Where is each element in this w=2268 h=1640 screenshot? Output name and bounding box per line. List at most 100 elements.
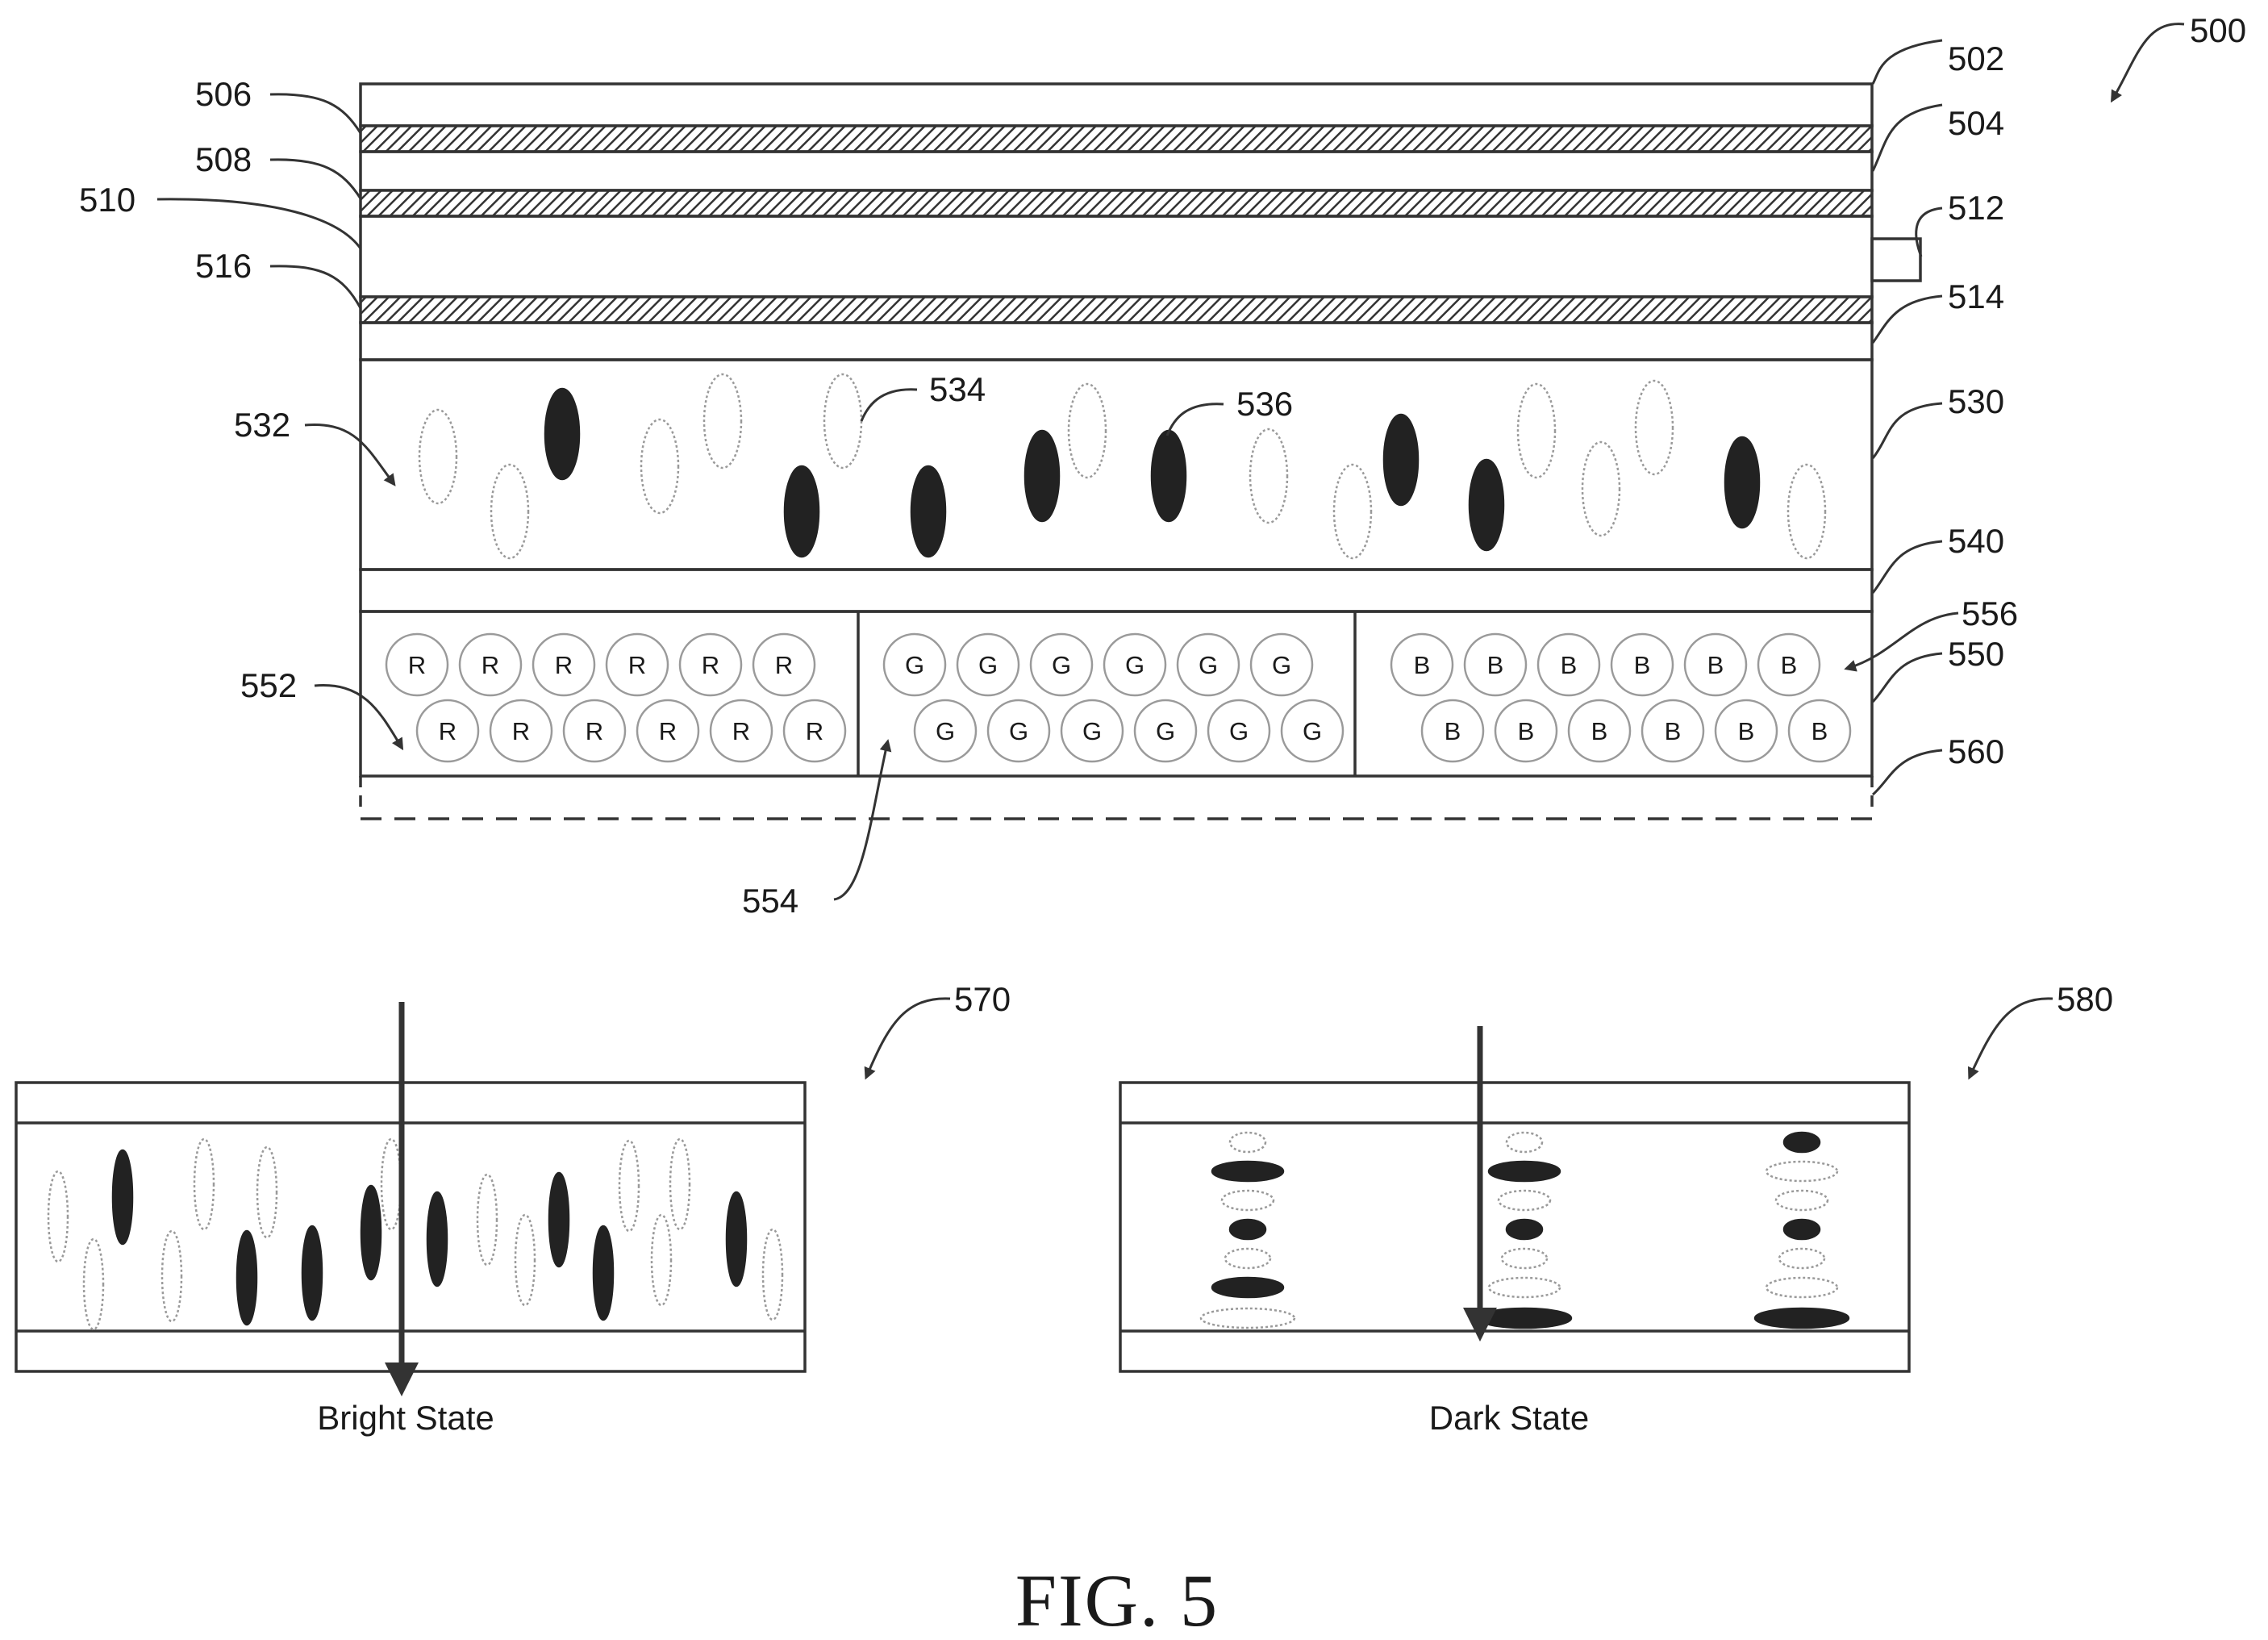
layer-530-liquid-crystal bbox=[361, 360, 1872, 570]
subpixel-letter: G bbox=[1199, 651, 1218, 679]
dark-molecule-light bbox=[1766, 1278, 1837, 1297]
lc-molecule-light bbox=[1636, 381, 1673, 474]
subpixel-letter: G bbox=[1272, 651, 1291, 679]
subpixel-letter: B bbox=[1445, 717, 1461, 745]
subpixel-letter: R bbox=[512, 717, 530, 745]
lc-molecule-light bbox=[704, 374, 741, 468]
subpixel-letter: B bbox=[1487, 651, 1504, 679]
bright-molecule-light bbox=[257, 1147, 277, 1237]
dark-molecule-light bbox=[1222, 1191, 1274, 1210]
stack-500 bbox=[361, 84, 1920, 819]
subpixel-letter: G bbox=[978, 651, 998, 679]
dark-molecule-dark bbox=[1212, 1278, 1283, 1297]
label-504: 504 bbox=[1948, 104, 2004, 142]
subpixel-letter: G bbox=[936, 717, 955, 745]
bright-molecule-dark bbox=[549, 1173, 569, 1267]
label-554: 554 bbox=[742, 882, 798, 920]
layer-506-hatched bbox=[361, 126, 1872, 152]
layer-508-hatched bbox=[361, 190, 1872, 216]
dark-molecule-dark bbox=[1784, 1133, 1820, 1152]
subpixel-letter: R bbox=[408, 651, 426, 679]
label-530: 530 bbox=[1948, 382, 2004, 420]
lc-molecule-dark bbox=[1384, 415, 1418, 505]
lc-molecule-light bbox=[1069, 384, 1106, 478]
subpixel-letter: R bbox=[439, 717, 457, 745]
bright-molecule-light bbox=[381, 1139, 401, 1229]
label-540: 540 bbox=[1948, 522, 2004, 560]
lc-molecule-dark bbox=[785, 466, 819, 557]
subpixel-letter: B bbox=[1414, 651, 1431, 679]
subpixel-letter: R bbox=[702, 651, 719, 679]
bright-molecule-dark bbox=[113, 1150, 132, 1244]
liquid-crystal-molecules bbox=[419, 374, 1825, 558]
bright-state-caption: Bright State bbox=[317, 1399, 494, 1437]
dark-molecule-light bbox=[1489, 1278, 1560, 1297]
layer-540 bbox=[361, 570, 1872, 611]
dark-molecule-light bbox=[1779, 1249, 1824, 1268]
bright-molecule-light bbox=[763, 1229, 782, 1320]
label-560: 560 bbox=[1948, 732, 2004, 770]
dark-molecule-light bbox=[1225, 1249, 1270, 1268]
bright-state-panel bbox=[16, 1083, 805, 1371]
dark-molecule-light bbox=[1230, 1133, 1265, 1152]
bright-molecule-dark bbox=[361, 1186, 381, 1279]
lc-molecule-dark bbox=[545, 389, 579, 479]
lc-molecule-light bbox=[1250, 429, 1287, 523]
subpixel-letter: R bbox=[586, 717, 603, 745]
label-580: 580 bbox=[2057, 980, 2113, 1018]
subpixel-letter: G bbox=[1125, 651, 1144, 679]
bright-molecule-light bbox=[670, 1139, 690, 1229]
layer-510 bbox=[361, 216, 1872, 297]
dark-molecule-light bbox=[1201, 1308, 1295, 1328]
lc-molecule-light bbox=[1788, 465, 1825, 558]
bright-molecule-dark bbox=[302, 1226, 322, 1320]
label-510: 510 bbox=[79, 181, 135, 219]
subpixel-letter: B bbox=[1811, 717, 1828, 745]
dark-state-caption: Dark State bbox=[1429, 1399, 1589, 1437]
layer-504 bbox=[361, 152, 1872, 190]
label-556: 556 bbox=[1962, 595, 2018, 632]
lc-molecule-dark bbox=[1152, 431, 1186, 521]
subpixel-letter: B bbox=[1634, 651, 1651, 679]
subpixel-letter: B bbox=[1707, 651, 1724, 679]
layer-550-color-filter bbox=[361, 611, 1872, 776]
dark-molecule-dark bbox=[1478, 1308, 1571, 1328]
lc-molecule-dark bbox=[1470, 460, 1503, 550]
subpixel-letter: G bbox=[1303, 717, 1322, 745]
bright-molecule-light bbox=[84, 1239, 103, 1329]
dark-molecule-light bbox=[1499, 1191, 1550, 1210]
dark-molecule-dark bbox=[1212, 1162, 1283, 1181]
subpixel-circles: RRRRRRRRRRRRGGGGGGGGGGGGBBBBBBBBBBBB bbox=[386, 634, 1850, 762]
label-516: 516 bbox=[195, 247, 252, 285]
lc-molecule-light bbox=[1334, 465, 1371, 558]
dark-molecule-light bbox=[1766, 1162, 1837, 1181]
label-536: 536 bbox=[1236, 385, 1293, 423]
label-570: 570 bbox=[954, 980, 1011, 1018]
layer-502 bbox=[361, 84, 1872, 126]
subpixel-letter: R bbox=[659, 717, 677, 745]
bright-molecule-light bbox=[48, 1171, 68, 1262]
layer-516-hatched bbox=[361, 297, 1872, 323]
label-506: 506 bbox=[195, 75, 252, 113]
bright-molecule-light bbox=[619, 1141, 639, 1231]
dark-state-molecules bbox=[1201, 1133, 1849, 1328]
label-502: 502 bbox=[1948, 40, 2004, 77]
element-512 bbox=[1872, 239, 1920, 281]
subpixel-letter: R bbox=[482, 651, 499, 679]
bright-molecule-light bbox=[162, 1231, 181, 1321]
subpixel-letter: B bbox=[1518, 717, 1535, 745]
subpixel-letter: G bbox=[1009, 717, 1028, 745]
bright-molecule-light bbox=[515, 1215, 535, 1305]
subpixel-letter: B bbox=[1665, 717, 1682, 745]
label-552: 552 bbox=[240, 666, 297, 704]
bright-molecule-light bbox=[477, 1175, 497, 1265]
bright-molecule-light bbox=[194, 1139, 214, 1229]
dark-molecule-dark bbox=[1784, 1220, 1820, 1239]
subpixel-letter: G bbox=[1052, 651, 1071, 679]
lc-molecule-light bbox=[641, 419, 678, 513]
subpixel-letter: B bbox=[1561, 651, 1578, 679]
label-550: 550 bbox=[1948, 635, 2004, 673]
subpixel-letter: R bbox=[806, 717, 823, 745]
bright-molecule-light bbox=[652, 1215, 671, 1305]
subpixel-letter: G bbox=[1229, 717, 1249, 745]
